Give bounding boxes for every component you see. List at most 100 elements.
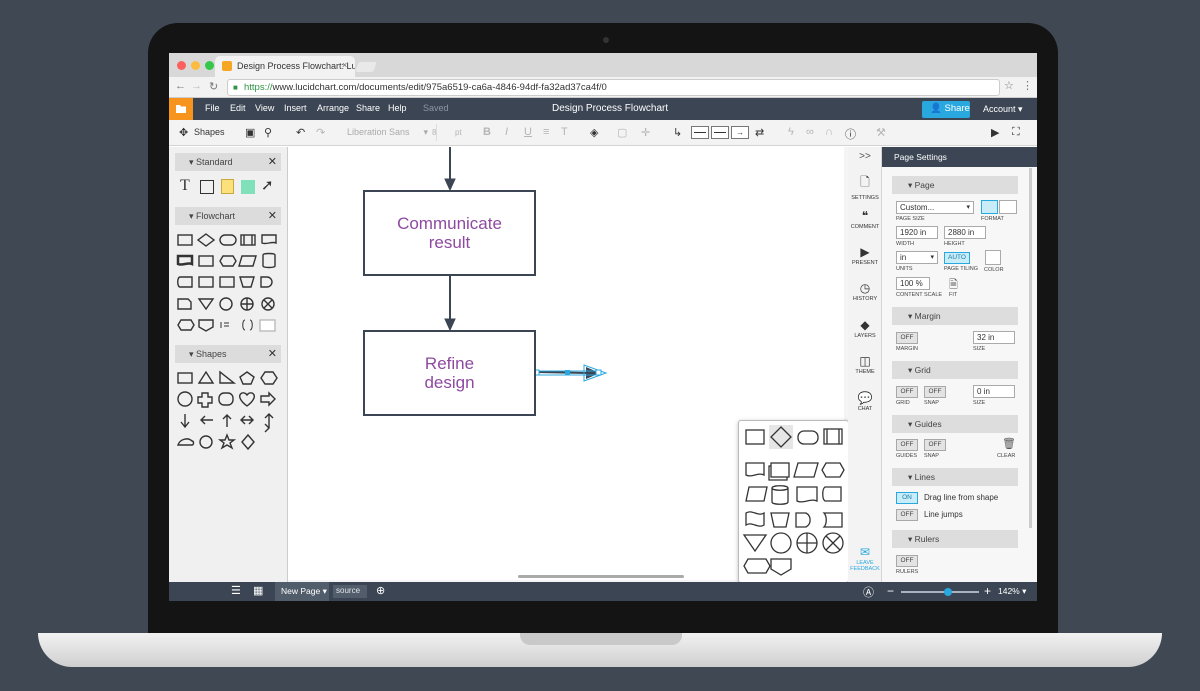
lightning-icon[interactable]: ϟ <box>788 126 794 138</box>
page-tab-new-page[interactable]: New Page ▾ <box>275 582 329 601</box>
share-button[interactable]: 👤 Share <box>922 101 970 118</box>
menu-file[interactable]: File <box>205 103 220 113</box>
guides-snap-toggle[interactable]: OFF <box>924 439 946 451</box>
image-icon[interactable]: ▣ <box>245 127 256 139</box>
format-landscape-button[interactable] <box>999 200 1017 214</box>
underline-icon[interactable]: U <box>524 126 532 138</box>
grid-size-input[interactable]: 0 in <box>973 385 1015 398</box>
tab-close-icon[interactable]: × <box>342 60 348 70</box>
page-color-swatch[interactable] <box>985 250 1001 265</box>
margin-size-input[interactable]: 32 in <box>973 331 1015 344</box>
fit-icon[interactable]: 🗎 <box>949 279 958 291</box>
fullscreen-icon[interactable]: ⛶ <box>1012 126 1020 138</box>
sticky-note-shape[interactable] <box>221 179 234 194</box>
shape-communicate-result[interactable]: Communicate result <box>363 190 536 276</box>
menu-edit[interactable]: Edit <box>230 103 246 113</box>
trash-icon[interactable]: 🗑 <box>1002 438 1016 450</box>
swap-arrows-icon[interactable]: ⇄ <box>755 127 765 139</box>
horizontal-scrollbar[interactable] <box>518 575 684 578</box>
margin-toggle[interactable]: OFF <box>896 332 918 344</box>
rail-settings[interactable]: 🗋SETTINGS <box>848 173 882 201</box>
section-flowchart[interactable]: ▾ Flowchart✕ <box>175 207 281 225</box>
maximize-window-button[interactable] <box>205 61 214 70</box>
section-shapes[interactable]: ▾ Shapes✕ <box>175 345 281 363</box>
bookmark-star-icon[interactable]: ☆ <box>1004 80 1014 92</box>
text-options-icon[interactable]: T <box>561 126 568 138</box>
group-guides[interactable]: ▾ Guides <box>892 415 1018 433</box>
group-margin[interactable]: ▾ Margin <box>892 307 1018 325</box>
italic-icon[interactable]: I <box>505 126 509 138</box>
drawing-canvas[interactable]: Communicate result Refine design <box>288 147 966 583</box>
forward-icon[interactable]: → <box>191 80 202 92</box>
menu-insert[interactable]: Insert <box>284 103 307 113</box>
menu-arrange[interactable]: Arrange <box>317 103 350 113</box>
align-icon[interactable]: ≡ <box>543 126 550 138</box>
rail-present[interactable]: ▶PRESENT <box>848 245 882 266</box>
rail-history[interactable]: ◷HISTORY <box>848 281 882 302</box>
close-icon[interactable]: ✕ <box>267 348 277 360</box>
picker-shapes-grid[interactable] <box>739 421 850 584</box>
line-start-select[interactable] <box>691 126 709 139</box>
font-family-select[interactable]: Liberation Sans▾ <box>339 124 437 141</box>
bold-icon[interactable]: B <box>483 126 491 138</box>
units-select[interactable]: in▾ <box>896 251 938 264</box>
line-color-icon[interactable]: ▢ <box>617 127 628 139</box>
content-scale-input[interactable]: 100 % <box>896 277 930 290</box>
line-pattern-select[interactable] <box>711 126 729 139</box>
rectangle-shape[interactable] <box>200 180 214 194</box>
present-icon[interactable]: ▶ <box>991 127 1000 139</box>
text-shape[interactable]: T <box>180 177 190 194</box>
rail-theme[interactable]: ◫THEME <box>848 354 882 375</box>
rail-layers[interactable]: ◆LAYERS <box>848 318 882 339</box>
fill-color-icon[interactable]: ◈ <box>590 127 599 139</box>
page-tiling-toggle[interactable]: AUTO <box>944 252 970 264</box>
line-jumps-toggle[interactable]: OFF <box>896 509 918 521</box>
shapes-puzzle-icon[interactable]: ✥ <box>179 127 189 139</box>
search-icon[interactable]: ⚲ <box>264 127 273 139</box>
magnet-icon[interactable]: ∩ <box>825 126 833 138</box>
menu-help[interactable]: Help <box>388 103 407 113</box>
close-icon[interactable]: ✕ <box>267 156 277 168</box>
page-tab-source[interactable]: source <box>333 585 367 598</box>
document-title[interactable]: Design Process Flowchart <box>552 103 669 114</box>
wrench-icon[interactable]: ⚒ <box>876 127 886 139</box>
undo-icon[interactable]: ↶ <box>296 127 306 139</box>
link-icon[interactable]: ∞ <box>806 126 814 138</box>
list-view-icon[interactable]: ☰ <box>231 585 241 597</box>
zoom-in-icon[interactable]: + <box>984 584 992 598</box>
menu-share[interactable]: Share <box>356 103 381 113</box>
group-grid[interactable]: ▾ Grid <box>892 361 1018 379</box>
back-icon[interactable]: ← <box>175 80 186 92</box>
zoom-out-icon[interactable]: − <box>887 584 895 598</box>
line-arrow-shape[interactable]: ➚ <box>261 177 274 194</box>
line-end-select[interactable]: → <box>731 126 749 139</box>
move-icon[interactable]: ✛ <box>641 127 651 139</box>
group-page[interactable]: ▾ Page <box>892 176 1018 194</box>
close-icon[interactable]: ✕ <box>267 210 277 222</box>
colored-block-shape[interactable] <box>241 180 255 194</box>
page-size-select[interactable]: Custom...▾ <box>896 201 974 214</box>
minimize-window-button[interactable] <box>191 61 200 70</box>
rail-comment[interactable]: ❝COMMENT <box>848 209 882 230</box>
reload-icon[interactable]: ↻ <box>209 81 219 93</box>
rail-chat[interactable]: 💬CHAT <box>848 391 882 412</box>
flowchart-shapes-grid[interactable] <box>175 231 283 335</box>
zoom-slider[interactable] <box>901 591 979 593</box>
font-size-value[interactable]: 8 <box>432 128 437 137</box>
section-standard[interactable]: ▾ Standard✕ <box>175 153 281 171</box>
redo-icon[interactable]: ↷ <box>316 127 326 139</box>
zoom-fit-icon[interactable]: Ⓐ <box>863 587 874 599</box>
format-portrait-button[interactable] <box>981 200 998 214</box>
height-input[interactable]: 2880 in <box>944 226 986 239</box>
group-rulers[interactable]: ▾ Rulers <box>892 530 1018 548</box>
quick-shape-picker[interactable] <box>738 420 849 583</box>
grid-view-icon[interactable]: ▦ <box>253 585 264 597</box>
lucidchart-logo[interactable] <box>169 98 193 120</box>
info-icon[interactable]: ⓘ <box>845 129 856 141</box>
new-tab-button[interactable] <box>355 62 377 72</box>
close-window-button[interactable] <box>177 61 186 70</box>
guides-toggle[interactable]: OFF <box>896 439 918 451</box>
basic-shapes-grid[interactable] <box>175 369 283 455</box>
url-input[interactable]: https://www.lucidchart.com/documents/edi… <box>227 79 1000 96</box>
